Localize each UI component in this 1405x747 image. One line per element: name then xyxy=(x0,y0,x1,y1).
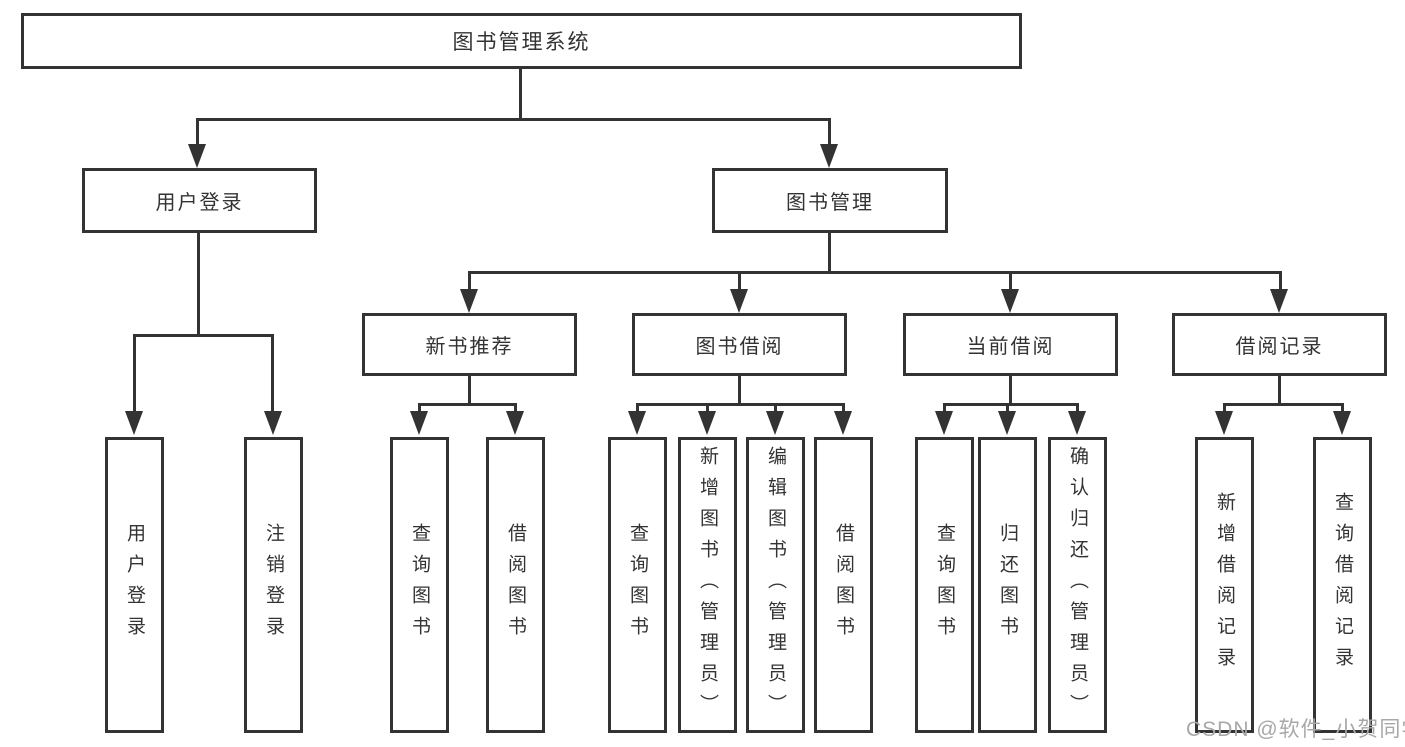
connector-bracket xyxy=(1223,403,1344,406)
arrow-down-icon xyxy=(1333,411,1351,435)
node-user-login: 用户登录 xyxy=(82,168,317,233)
connector-drop-leaf xyxy=(1341,403,1344,414)
arrow-down-icon xyxy=(998,411,1016,435)
arrow-down-icon xyxy=(1001,289,1019,313)
connector-drop-leaf xyxy=(418,403,421,414)
arrow-down-icon xyxy=(188,144,206,168)
leaf-search-borrow-record: 查询借阅记录 xyxy=(1313,437,1372,733)
leaf-return-book: 归还图书 xyxy=(978,437,1037,733)
connector-drop-leaf xyxy=(1223,403,1226,414)
connector-root-stub xyxy=(519,69,522,121)
connector-drop-leaf xyxy=(706,403,709,414)
arrow-down-icon xyxy=(1068,411,1086,435)
leaf-logout: 注销登录 xyxy=(244,437,303,733)
connector-user-login-stub xyxy=(197,233,200,336)
connector-stub xyxy=(1009,376,1012,404)
leaf-borrow-books-borrowing: 借阅图书 xyxy=(814,437,873,733)
connector-drop-leaf xyxy=(774,403,777,414)
connector-drop-leaf xyxy=(1006,403,1009,414)
arrow-down-icon xyxy=(834,411,852,435)
leaf-confirm-return-admin: 确认归还（管理员） xyxy=(1048,437,1107,733)
connector-stub xyxy=(1278,376,1281,404)
connector-stub xyxy=(468,376,471,404)
node-book-management: 图书管理 xyxy=(712,168,948,233)
arrow-down-icon xyxy=(410,411,428,435)
connector-drop-user-login xyxy=(196,118,199,146)
connector-level2-bar xyxy=(196,118,831,121)
arrow-down-icon xyxy=(820,144,838,168)
connector-drop-leaf xyxy=(271,334,274,414)
leaf-add-borrow-record: 新增借阅记录 xyxy=(1195,437,1254,733)
arrow-down-icon xyxy=(506,411,524,435)
connector-user-login-bracket xyxy=(133,334,274,337)
connector-book-management-stub xyxy=(828,233,831,273)
leaf-edit-book-admin: 编辑图书（管理员） xyxy=(746,437,805,733)
connector-drop-book-management xyxy=(828,118,831,146)
arrow-down-icon xyxy=(1215,411,1233,435)
connector-drop-leaf xyxy=(1076,403,1079,414)
connector-drop-leaf xyxy=(133,334,136,414)
connector-bracket xyxy=(418,403,517,406)
connector-drop-level3 xyxy=(1279,271,1282,293)
connector-stub xyxy=(738,376,741,404)
node-new-book-recommend: 新书推荐 xyxy=(362,313,577,376)
connector-bracket xyxy=(943,403,1079,406)
csdn-watermark: CSDN @软件_小贺同学 xyxy=(1186,718,1405,741)
node-library-system: 图书管理系统 xyxy=(21,13,1022,69)
arrow-down-icon xyxy=(730,289,748,313)
leaf-search-books-borrowing: 查询图书 xyxy=(608,437,667,733)
arrow-down-icon xyxy=(698,411,716,435)
leaf-user-login: 用户登录 xyxy=(105,437,164,733)
connector-drop-leaf xyxy=(842,403,845,414)
node-current-borrowing: 当前借阅 xyxy=(903,313,1118,376)
arrow-down-icon xyxy=(460,289,478,313)
arrow-down-icon xyxy=(1270,289,1288,313)
node-book-borrowing: 图书借阅 xyxy=(632,313,847,376)
leaf-search-books-recommend: 查询图书 xyxy=(390,437,449,733)
node-borrowing-records: 借阅记录 xyxy=(1172,313,1387,376)
arrow-down-icon xyxy=(264,411,282,435)
leaf-borrow-books-recommend: 借阅图书 xyxy=(486,437,545,733)
leaf-search-books-current: 查询图书 xyxy=(915,437,974,733)
connector-drop-leaf xyxy=(514,403,517,414)
connector-bracket xyxy=(636,403,845,406)
arrow-down-icon xyxy=(628,411,646,435)
connector-drop-level3 xyxy=(1009,271,1012,293)
connector-drop-leaf xyxy=(943,403,946,414)
connector-level3-bar xyxy=(468,271,1282,274)
arrow-down-icon xyxy=(125,411,143,435)
leaf-add-book-admin: 新增图书（管理员） xyxy=(678,437,737,733)
arrow-down-icon xyxy=(935,411,953,435)
connector-drop-leaf xyxy=(636,403,639,414)
connector-drop-level3 xyxy=(468,271,471,293)
connector-drop-level3 xyxy=(738,271,741,293)
arrow-down-icon xyxy=(766,411,784,435)
